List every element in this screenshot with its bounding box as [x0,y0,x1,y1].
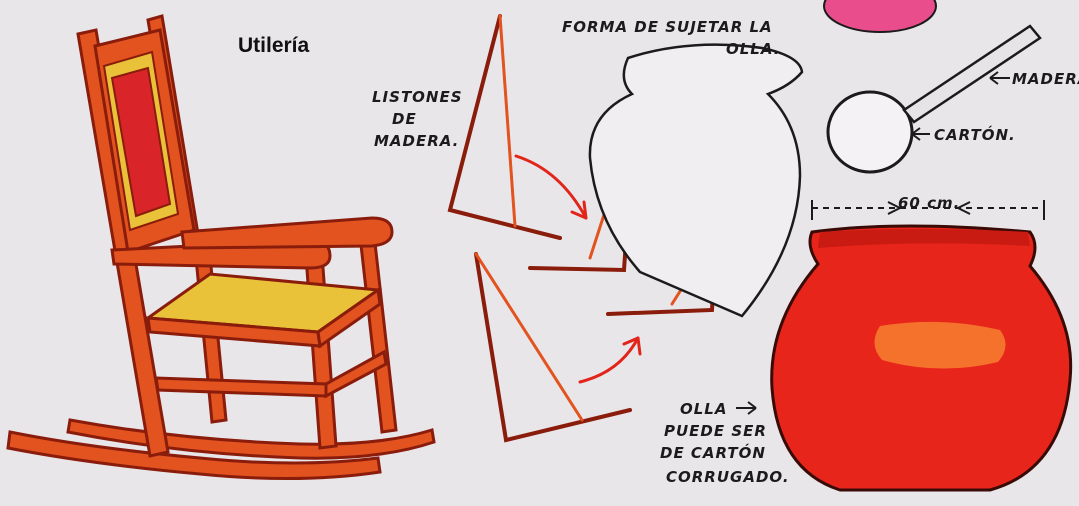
label-listones-1: LISTONES [372,88,463,106]
label-forma-1: FORMA DE SUJETAR LA [562,18,773,36]
label-forma-2: OLLA. [726,40,780,58]
label-olla-4: CORRUGADO. [666,468,790,486]
label-listones-3: MADERA. [374,132,459,150]
label-size: 60 cm. [898,194,960,212]
label-madera: MADERA [1012,70,1079,88]
label-olla-3: DE CARTÓN [660,443,766,462]
rocking-chair-icon [6,14,436,481]
pointer-arrows [736,71,1010,415]
spoon-icon [823,0,1042,174]
page-title: Utilería [238,34,310,57]
label-listones-2: DE [392,110,417,128]
label-olla-2: PUEDE SER [664,422,767,440]
label-olla-1: OLLA [680,400,727,418]
arrow-icon [514,154,642,384]
clay-pot-icon [770,200,1073,492]
label-carton: CARTÓN. [934,125,1016,144]
pot-outline-icon [588,43,804,318]
